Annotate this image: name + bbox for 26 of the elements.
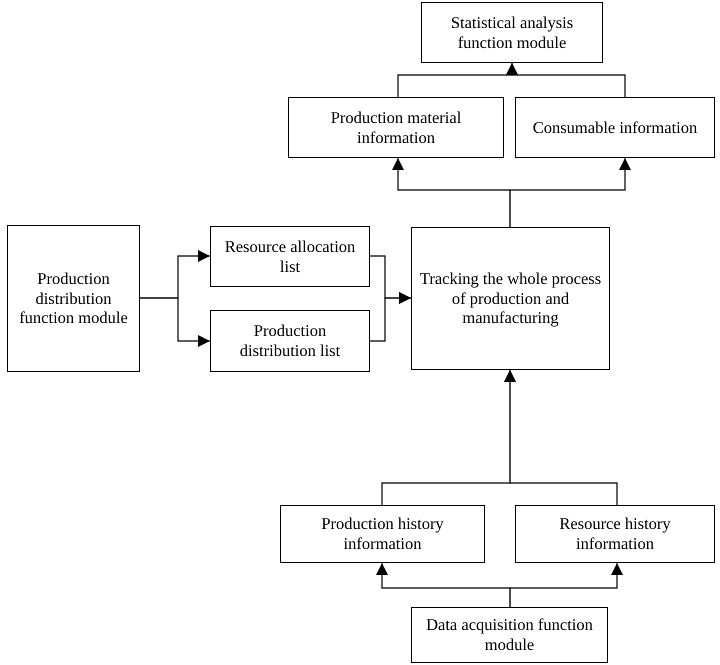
connector-arrow (506, 63, 626, 97)
process-box (411, 227, 610, 370)
box-label: Production history information (320, 514, 445, 554)
box-label: Data acquisition function module (425, 615, 594, 655)
process-box (515, 97, 715, 158)
process-box (288, 97, 504, 158)
box-label: Tracking the whole process of production and manufacturing (418, 268, 602, 328)
box-label: Production material information (330, 108, 462, 148)
process-box (7, 225, 140, 372)
connector-arrow (370, 292, 411, 342)
box-label: Consumable information (532, 118, 698, 138)
connector-arrow (509, 563, 623, 607)
process-box (210, 310, 370, 372)
process-box (411, 607, 608, 663)
box-label: Resource allocation list (224, 236, 356, 276)
connector-arrow (504, 370, 618, 505)
box-label: Production distribution function module (18, 268, 129, 328)
connector-arrow (509, 158, 631, 227)
process-box (280, 505, 485, 563)
process-box (421, 2, 603, 63)
box-label: Resource history information (558, 514, 672, 554)
box-label: Statistical analysis function module (450, 12, 574, 52)
process-box (210, 226, 370, 287)
process-box (515, 505, 715, 563)
connector-arrow (140, 297, 210, 347)
box-label: Production distribution list (238, 321, 342, 361)
